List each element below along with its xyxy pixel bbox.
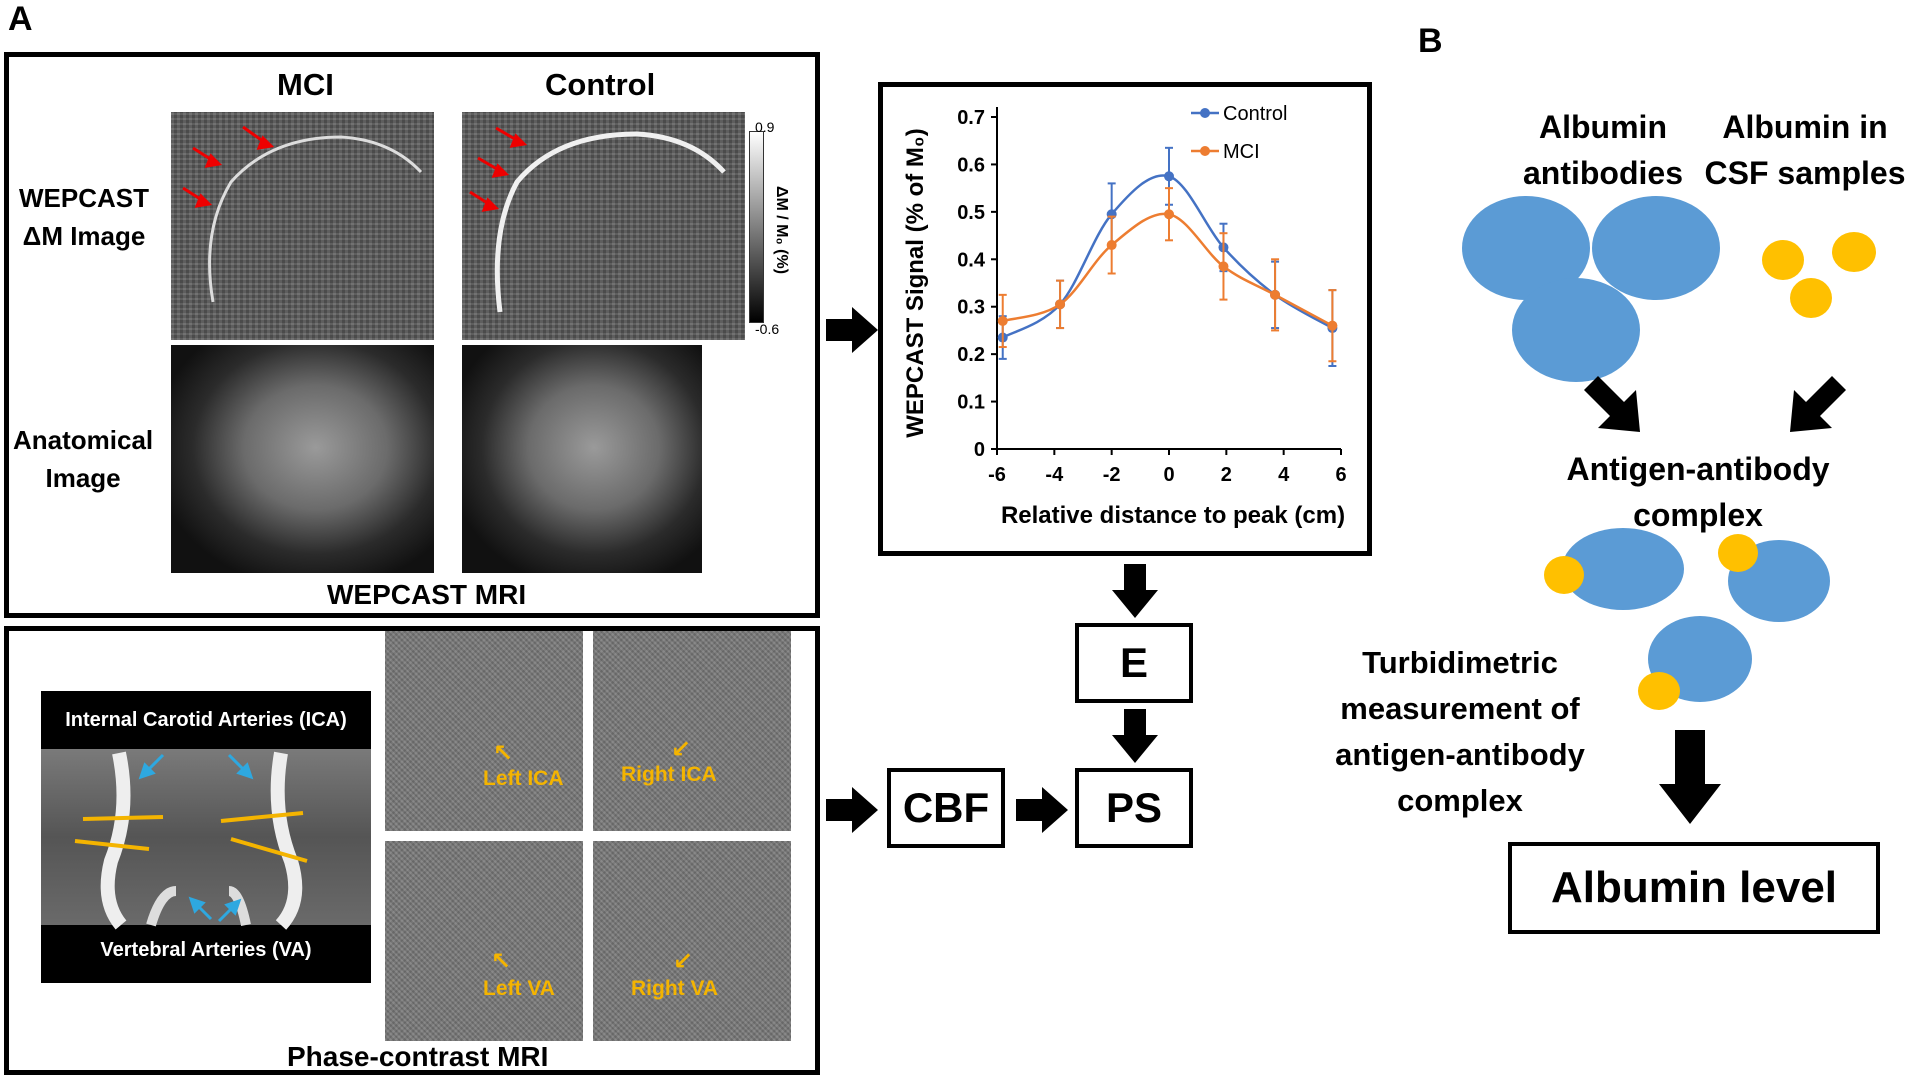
x-tick-label: -4 — [1045, 464, 1064, 486]
x-tick-label: -2 — [1103, 464, 1121, 486]
wepcast-signal-chart: 0 0.1 0.2 0.3 0.4 0.5 0.6 0.7 -6 -4 -2 0 2 4 6Relative… — [902, 103, 1347, 529]
cbf-box: CBF — [887, 768, 1005, 848]
y-tick-label: 0.3 — [957, 297, 985, 319]
albumin-dot — [1832, 232, 1876, 272]
y-axis-label: WEPCAST Signal (% of M₀) — [902, 128, 929, 437]
arrow-down-right-icon — [1584, 376, 1640, 432]
ica-label: Internal Carotid Arteries (ICA) — [65, 709, 347, 731]
complex-albumin — [1718, 534, 1758, 572]
wepcast-mri-panel: MCI Control WEPCAST ΔM Image Anatomical … — [4, 52, 820, 618]
x-axis-label: Relative distance to peak (cm) — [1001, 502, 1345, 529]
antibody-shape — [1592, 196, 1720, 300]
anatomical-image-control — [462, 345, 702, 573]
y-tick-label: 0.4 — [957, 249, 986, 271]
x-tick-label: -6 — [988, 464, 1006, 486]
y-tick-label: 0.2 — [957, 344, 985, 366]
row-label-wepcast: WEPCAST ΔM Image — [19, 183, 149, 251]
arrow-icon: ↖ — [491, 948, 512, 975]
arrow-icon: ↙ — [671, 736, 692, 763]
anatomical-image-mci — [171, 345, 434, 573]
pc-image-right-va: Right VA ↙ — [593, 841, 791, 1041]
colorbar-min: -0.6 — [755, 321, 780, 337]
complex-label: Antigen-antibody complex — [1566, 451, 1830, 533]
column-header-control: Control — [545, 67, 656, 102]
data-point-mci — [1218, 261, 1229, 272]
panel-a-letter: A — [8, 0, 33, 38]
legend-label-mci: MCI — [1223, 141, 1260, 163]
angiogram: Internal Carotid Arteries (ICA) Vertebra… — [41, 691, 371, 983]
arrow-down-left-icon — [1790, 376, 1846, 432]
pc-image-left-va: Left VA ↖ — [385, 841, 583, 1041]
y-tick-label: 0.5 — [957, 202, 985, 224]
pc-label-right-va: Right VA — [631, 977, 719, 1000]
albumin-level-box: Albumin level — [1508, 842, 1880, 934]
y-tick-label: 0.6 — [957, 154, 985, 176]
wepcast-image-mci — [171, 112, 434, 340]
arrow-icon: ↙ — [673, 948, 694, 975]
x-tick-label: 4 — [1278, 464, 1290, 486]
antibody-shape — [1512, 278, 1640, 382]
pc-image-right-ica: Right ICA ↙ — [593, 631, 791, 831]
albumin-dot — [1790, 278, 1832, 318]
colorbar-max: 0.9 — [755, 119, 775, 135]
panel-b-letter: B — [1418, 22, 1443, 60]
data-point-mci — [1327, 320, 1338, 331]
pc-image-left-ica: Left ICA ↖ — [385, 631, 583, 831]
complex-albumin — [1544, 556, 1584, 594]
pc-label-right-ica: Right ICA — [621, 763, 717, 786]
column-header-mci: MCI — [277, 67, 334, 102]
e-box: E — [1075, 623, 1193, 703]
data-point-mci — [997, 315, 1008, 326]
wepcast-image-control — [462, 112, 745, 340]
x-tick-label: 6 — [1335, 464, 1346, 486]
series-line-control — [1002, 174, 1334, 339]
arrow-down-icon — [1112, 564, 1158, 618]
y-tick-label: 0.1 — [957, 392, 985, 414]
pc-label-left-ica: Left ICA — [483, 767, 564, 790]
series-line-mci — [1002, 212, 1333, 327]
y-tick-label: 0.7 — [957, 107, 985, 129]
arrow-down-icon — [1659, 730, 1721, 824]
colorbar-label: ΔM / M₀ (%) — [773, 185, 790, 275]
pc-label-left-va: Left VA — [483, 977, 555, 1000]
arrow-right-icon — [826, 787, 878, 833]
data-point-mci — [1106, 240, 1117, 251]
arrow-icon: ↖ — [493, 740, 514, 767]
turbidimetric-label: Turbidimetric measurement of antigen-ant… — [1335, 645, 1585, 818]
colorbar — [749, 131, 764, 323]
albumin-antibodies-label: Albumin antibodies — [1522, 109, 1683, 191]
data-point-mci — [1055, 299, 1066, 310]
data-point-mci — [1270, 289, 1281, 300]
y-tick-label: 0 — [974, 439, 985, 461]
arrow-down-icon — [1112, 709, 1158, 763]
phase-contrast-caption: Phase-contrast MRI — [287, 1041, 549, 1072]
complex-albumin — [1638, 672, 1680, 710]
phase-contrast-panel: Internal Carotid Arteries (ICA) Vertebra… — [4, 626, 820, 1075]
va-label: Vertebral Arteries (VA) — [100, 939, 312, 961]
ps-box: PS — [1075, 768, 1193, 848]
arrow-right-icon — [1016, 787, 1068, 833]
wepcast-mri-caption: WEPCAST MRI — [327, 579, 527, 610]
legend-label-control: Control — [1223, 103, 1287, 125]
data-point-control — [1164, 171, 1174, 182]
arrow-right-icon — [826, 307, 878, 353]
x-tick-label: 2 — [1221, 464, 1232, 486]
legend-marker — [1200, 146, 1210, 156]
x-tick-label: 0 — [1163, 464, 1174, 486]
albumin-csf-label: Albumin in CSF samples — [1704, 109, 1906, 191]
row-label-anatomical: Anatomical Image — [13, 425, 154, 493]
data-point-mci — [1164, 209, 1174, 220]
albumin-dot — [1762, 240, 1804, 280]
legend-marker — [1200, 108, 1210, 118]
